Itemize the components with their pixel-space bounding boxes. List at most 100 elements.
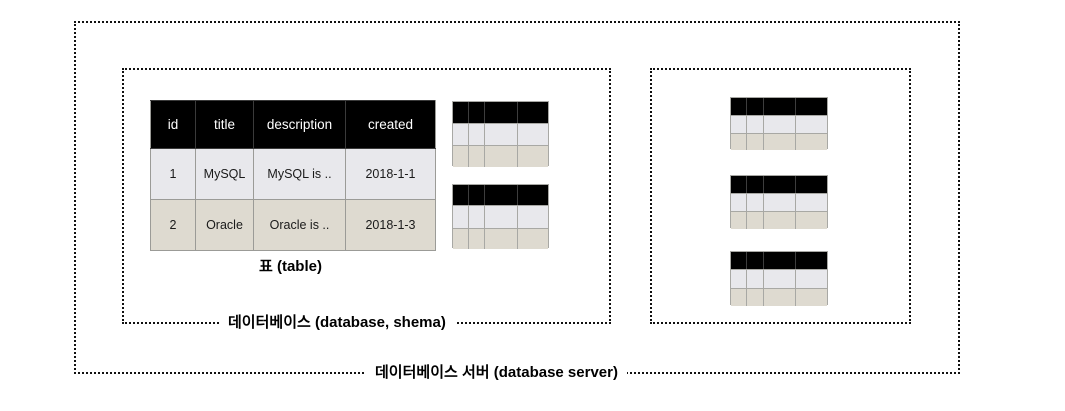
mini-table-cell [518, 102, 548, 123]
mini-table-cell [764, 115, 797, 133]
mini-table-row [453, 185, 548, 207]
mini-table-cell [453, 228, 470, 249]
database-server-label: 데이터베이스 서버 (database server) [366, 365, 627, 380]
mini-table-cell [731, 115, 748, 133]
mini-table-cell [731, 212, 748, 229]
mini-table-cell [469, 228, 486, 249]
mini-table-cell [731, 176, 748, 193]
mini-table-row [453, 228, 548, 249]
mini-table-cell [764, 270, 797, 288]
mini-table-cell [764, 212, 797, 229]
mini-table-cell [453, 206, 470, 228]
mini-table-cell [747, 288, 764, 306]
database-schema-label: 데이터베이스 (database, shema) [219, 315, 455, 330]
table-row: 2 Oracle Oracle is .. 2018-1-3 [150, 199, 436, 251]
cell-description: MySQL is .. [253, 148, 346, 200]
column-header-id: id [150, 100, 196, 149]
mini-table-cell [747, 98, 764, 115]
mini-table-cell [485, 228, 518, 249]
mini-table-right-2 [730, 175, 828, 229]
mini-table-cell [796, 252, 827, 269]
mini-table-cell [747, 176, 764, 193]
mini-table-right-1 [730, 97, 828, 151]
mini-table-cell [731, 193, 748, 212]
database-schema-container-right [650, 68, 911, 324]
table-caption: 표 (table) [259, 258, 322, 275]
mini-table-cell [747, 193, 764, 212]
mini-table-left-2 [452, 184, 549, 249]
cell-id: 1 [150, 148, 196, 200]
mini-table-row [731, 270, 827, 289]
mini-table-cell [731, 98, 748, 115]
mini-table-cell [453, 185, 470, 206]
mini-table-cell [518, 146, 548, 167]
mini-table-row [731, 288, 827, 306]
mini-table-cell [485, 123, 518, 146]
mini-table-cell [485, 102, 518, 123]
mini-table-row [453, 146, 548, 167]
mini-table-cell [469, 123, 486, 146]
cell-description: Oracle is .. [253, 199, 346, 251]
cell-created: 2018-1-1 [345, 148, 436, 200]
mini-table-cell [764, 288, 797, 306]
mini-table-right-3 [730, 251, 828, 306]
mini-table-cell [518, 124, 548, 145]
main-table: id title description created 1 MySQL MyS… [150, 100, 436, 251]
mini-table-row [453, 206, 548, 229]
mini-table-cell [796, 98, 827, 115]
mini-table-cell [469, 102, 486, 123]
table-header-row: id title description created [150, 100, 436, 149]
mini-table-row [731, 98, 827, 116]
mini-table-cell [518, 206, 548, 227]
mini-table-cell [747, 252, 764, 270]
mini-table-cell [453, 146, 470, 167]
mini-table-cell [518, 229, 548, 249]
column-header-description: description [253, 100, 346, 149]
mini-table-cell [796, 212, 827, 229]
mini-table-left-1 [452, 101, 549, 167]
cell-title: MySQL [195, 148, 254, 200]
mini-table-cell [731, 133, 748, 150]
mini-table-cell [796, 289, 827, 306]
mini-table-cell [764, 133, 797, 150]
mini-table-cell [747, 115, 764, 133]
mini-table-row [453, 102, 548, 124]
mini-table-cell [796, 194, 827, 211]
mini-table-cell [747, 212, 764, 229]
mini-table-row [731, 193, 827, 213]
mini-table-cell [747, 270, 764, 288]
mini-table-cell [453, 123, 470, 146]
cell-id: 2 [150, 199, 196, 251]
mini-table-row [731, 212, 827, 229]
mini-table-cell [796, 116, 827, 133]
mini-table-cell [731, 288, 748, 306]
mini-table-cell [764, 252, 797, 270]
mini-table-cell [796, 176, 827, 193]
cell-created: 2018-1-3 [345, 199, 436, 251]
column-header-created: created [345, 100, 436, 149]
mini-table-cell [469, 206, 486, 228]
mini-table-cell [485, 185, 518, 206]
mini-table-cell [453, 102, 470, 123]
cell-title: Oracle [195, 199, 254, 251]
mini-table-row [453, 123, 548, 147]
mini-table-cell [469, 185, 486, 206]
mini-table-cell [764, 98, 797, 115]
mini-table-row [731, 115, 827, 134]
mini-table-cell [731, 270, 748, 288]
mini-table-cell [485, 206, 518, 228]
mini-table-cell [747, 133, 764, 150]
mini-table-cell [796, 270, 827, 288]
mini-table-cell [796, 134, 827, 151]
mini-table-cell [485, 146, 518, 167]
column-header-title: title [195, 100, 254, 149]
mini-table-cell [518, 185, 548, 205]
mini-table-row [731, 176, 827, 194]
mini-table-cell [764, 193, 797, 212]
mini-table-cell [764, 176, 797, 193]
table-row: 1 MySQL MySQL is .. 2018-1-1 [150, 148, 436, 200]
mini-table-cell [731, 252, 748, 270]
mini-table-row [731, 252, 827, 271]
mini-table-cell [469, 146, 486, 167]
